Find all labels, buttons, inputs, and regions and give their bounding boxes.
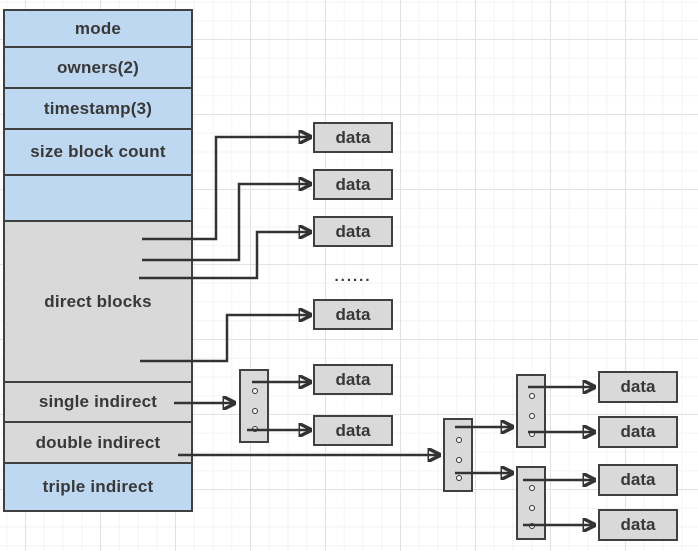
- pointer-entry-dot: [456, 437, 462, 443]
- indirect-pointer-block-double-l1: [443, 418, 473, 492]
- data-block: data: [598, 371, 678, 403]
- data-block: data: [598, 509, 678, 541]
- data-block: data: [313, 364, 393, 395]
- data-block: data: [313, 169, 393, 200]
- inode-row-single-indirect: single indirect: [5, 383, 191, 423]
- pointer-entry-dot: [529, 485, 535, 491]
- pointer-entry-dot: [529, 505, 535, 511]
- pointer-entry-dot: [529, 523, 535, 529]
- indirect-pointer-block-double-l2-lower: [516, 466, 546, 540]
- data-block: data: [598, 416, 678, 448]
- inode-row-size-block-count: size block count: [5, 130, 191, 176]
- pointer-entry-dot: [456, 475, 462, 481]
- data-block: data: [313, 299, 393, 330]
- ellipsis-more-blocks: ......: [334, 268, 372, 285]
- data-block: data: [313, 216, 393, 247]
- pointer-entry-dot: [529, 431, 535, 437]
- inode-row-reserved: [5, 176, 191, 222]
- indirect-pointer-block-double-l2-upper: [516, 374, 546, 448]
- pointer-entry-dot: [252, 388, 258, 394]
- inode-row-mode: mode: [5, 11, 191, 48]
- inode-row-owners: owners(2): [5, 48, 191, 89]
- pointer-entry-dot: [529, 413, 535, 419]
- inode-row-direct-blocks: direct blocks: [5, 222, 191, 383]
- inode-table: mode owners(2) timestamp(3) size block c…: [3, 9, 193, 512]
- inode-row-triple-indirect: triple indirect: [5, 464, 191, 510]
- pointer-entry-dot: [252, 426, 258, 432]
- indirect-pointer-block-single: [239, 369, 269, 443]
- data-block: data: [313, 122, 393, 153]
- pointer-entry-dot: [529, 393, 535, 399]
- data-block: data: [313, 415, 393, 446]
- inode-row-timestamp: timestamp(3): [5, 89, 191, 130]
- pointer-entry-dot: [252, 408, 258, 414]
- pointer-entry-dot: [456, 457, 462, 463]
- data-block: data: [598, 464, 678, 496]
- inode-row-double-indirect: double indirect: [5, 423, 191, 464]
